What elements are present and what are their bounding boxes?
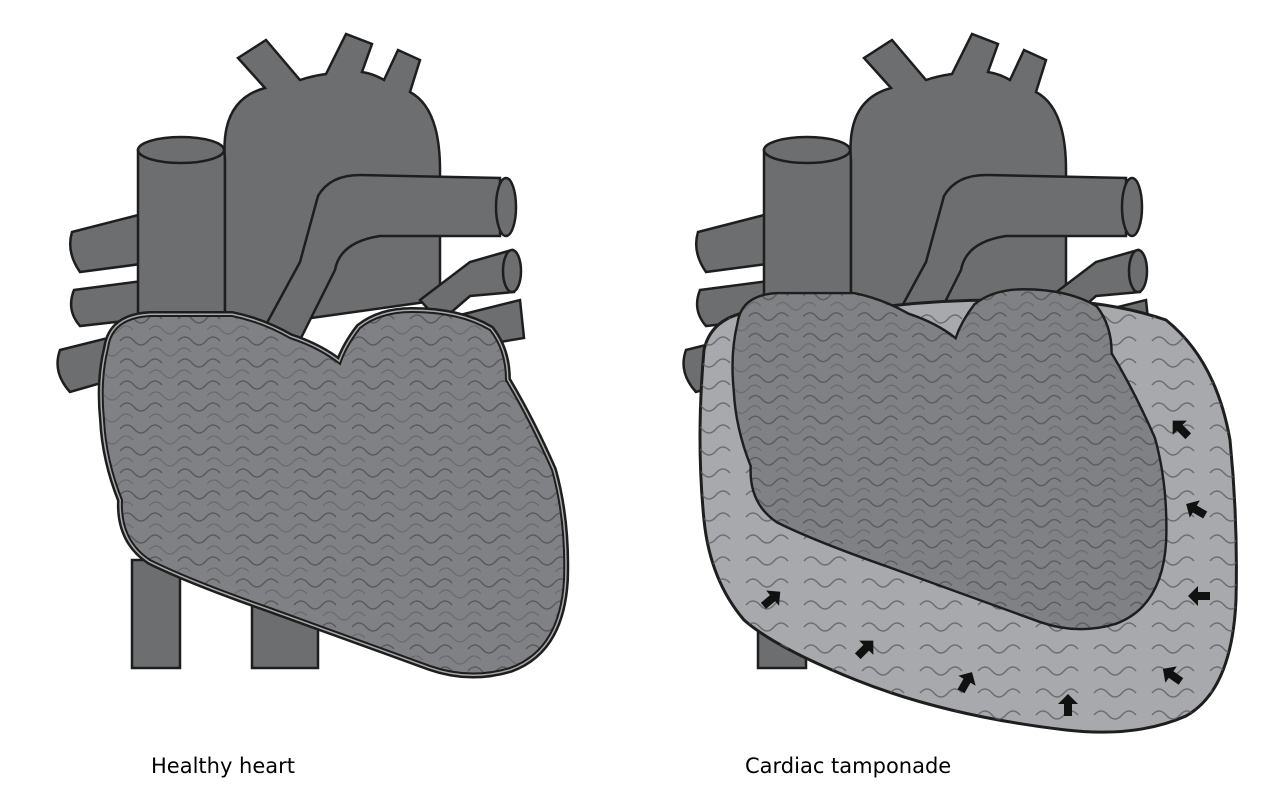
- tamponade-heart-illustration: [682, 32, 1238, 734]
- caption-healthy-heart: Healthy heart: [151, 754, 296, 778]
- compression-arrow: [1172, 420, 1192, 440]
- compression-arrow: [1186, 500, 1208, 519]
- caption-cardiac-tamponade: Cardiac tamponade: [745, 754, 952, 778]
- compression-arrow: [957, 672, 976, 694]
- compression-arrows: [760, 420, 1210, 716]
- compression-arrow: [854, 640, 874, 660]
- compression-arrow: [1162, 666, 1184, 685]
- compression-arrow: [1188, 586, 1210, 606]
- compression-arrow: [760, 590, 781, 609]
- healthy-heart-illustration: [56, 32, 565, 674]
- compression-arrow: [1058, 694, 1078, 716]
